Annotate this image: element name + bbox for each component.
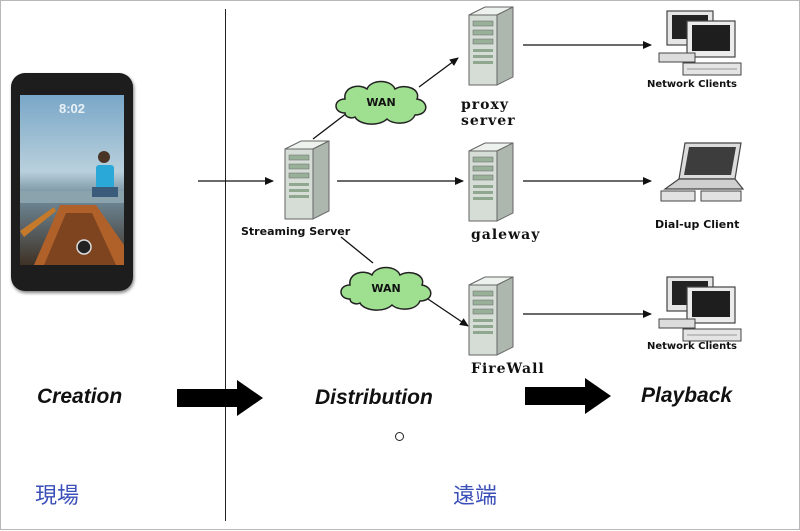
network-client-bottom-label: Network Clients xyxy=(647,341,737,352)
region-divider xyxy=(225,9,226,521)
wan-top-label: WAN xyxy=(366,96,395,109)
gateway-label: galeway xyxy=(471,227,541,243)
phone-screen: 8:02 xyxy=(20,95,124,265)
link-streaming-to-wan-top xyxy=(312,112,348,140)
proxy-server-icon xyxy=(468,6,514,86)
firewall-label: FireWall xyxy=(471,361,545,377)
stage-arrow-creation-to-distribution xyxy=(177,380,263,416)
stage-arrow-distribution-to-playback xyxy=(525,378,611,414)
arrow-wan-top-to-proxy xyxy=(418,57,459,88)
bullet-dot xyxy=(395,432,404,441)
phone-clock: 8:02 xyxy=(58,101,86,116)
link-streaming-to-wan-bottom xyxy=(340,236,374,264)
wan-bottom-label: WAN xyxy=(371,282,400,295)
phone-wallpaper xyxy=(20,151,124,265)
dialup-client-laptop-icon xyxy=(660,142,745,202)
gateway-server-icon xyxy=(468,142,514,222)
stage-distribution-label: Distribution xyxy=(315,386,433,409)
dialup-client-label: Dial-up Client xyxy=(655,218,740,231)
network-client-top-label: Network Clients xyxy=(647,79,737,90)
region-right-label: 遠端 xyxy=(453,484,498,509)
stage-playback-label: Playback xyxy=(641,384,733,407)
proxy-server-label: proxy server xyxy=(461,97,516,129)
stage-creation-label: Creation xyxy=(37,385,123,408)
wan-cloud-top: WAN xyxy=(335,80,427,125)
network-client-bottom-icon xyxy=(658,276,742,342)
smartphone-image: 8:02 xyxy=(11,73,133,291)
region-left-label: 現場 xyxy=(35,484,80,509)
wan-cloud-bottom: WAN xyxy=(340,266,432,311)
firewall-server-icon xyxy=(468,276,514,356)
streaming-server-icon xyxy=(284,140,330,220)
network-client-top-icon xyxy=(658,10,742,76)
streaming-server-label: Streaming Server xyxy=(241,225,351,238)
